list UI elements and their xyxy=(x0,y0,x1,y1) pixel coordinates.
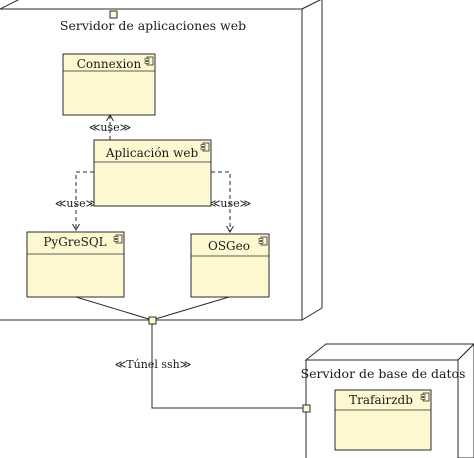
component-connexion: Connexion xyxy=(62,53,156,116)
db-server-node-top xyxy=(304,343,474,361)
edge-use-pygresql xyxy=(76,171,94,230)
tunnel-line-main xyxy=(151,320,306,409)
port-db-server xyxy=(302,404,311,413)
component-osgeo: OSGeo xyxy=(190,233,270,298)
ssh-tunnel-connection: ≪Túnel ssh≫ xyxy=(75,296,306,409)
tunnel-line-osgeo xyxy=(151,296,230,321)
tunnel-line-pygresql xyxy=(75,296,153,321)
tunnel-label: ≪Túnel ssh≫ xyxy=(115,358,191,371)
db-server-node-label: Servidor de base de datos xyxy=(301,366,466,381)
edge-use-osgeo xyxy=(211,171,230,232)
edge-use-pygresql-label: ≪use≫ xyxy=(55,197,97,210)
component-pygresql: PyGreSQL xyxy=(26,231,125,298)
edge-use-connexion-label: ≪use≫ xyxy=(89,121,131,134)
component-osgeo-label: OSGeo xyxy=(208,239,250,253)
component-connexion-label: Connexion xyxy=(77,57,142,71)
dependency-edges: ≪use≫ ≪use≫ ≪use≫ xyxy=(55,115,251,232)
db-server-node: Servidor de base de datos xyxy=(301,343,474,458)
ports xyxy=(109,10,311,413)
component-aplicacion-web-label: Aplicación web xyxy=(105,146,199,160)
component-pygresql-label: PyGreSQL xyxy=(43,235,106,249)
web-server-node-top xyxy=(0,0,322,10)
web-server-node-label: Servidor de aplicaciones web xyxy=(60,18,246,33)
db-server-node-side xyxy=(457,343,474,458)
component-trafairzdb: Trafairzdb xyxy=(334,389,432,451)
port-web-server-top xyxy=(109,10,118,19)
component-aplicacion-web: Aplicación web xyxy=(93,139,212,207)
port-web-server-bottom xyxy=(148,316,157,325)
component-trafairzdb-label: Trafairzdb xyxy=(349,393,413,407)
edge-use-osgeo-label: ≪use≫ xyxy=(209,197,251,210)
web-server-node-side xyxy=(301,0,323,321)
